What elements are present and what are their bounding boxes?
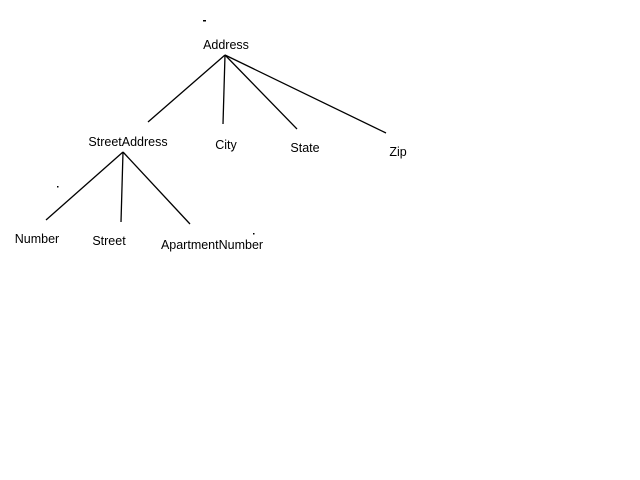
edge-address-streetaddress [147, 54, 226, 123]
scan-speck [253, 233, 255, 235]
scan-speck [57, 186, 59, 188]
node-street: Street [92, 234, 126, 248]
edge-streetaddress-apartmentnumber [122, 151, 191, 225]
scan-speck [203, 20, 206, 22]
edge-streetaddress-street [120, 151, 124, 223]
node-number: Number [14, 232, 60, 246]
edge-streetaddress-number [45, 151, 124, 221]
node-state: State [290, 141, 320, 155]
node-address: Address [203, 38, 249, 52]
node-zip: Zip [389, 145, 407, 159]
node-street-address: StreetAddress [88, 135, 168, 149]
edge-address-city [222, 54, 226, 125]
edge-address-state [224, 54, 298, 130]
node-city: City [215, 138, 237, 152]
node-apartment-number: ApartmentNumber [160, 238, 264, 252]
edge-address-zip [224, 54, 387, 134]
